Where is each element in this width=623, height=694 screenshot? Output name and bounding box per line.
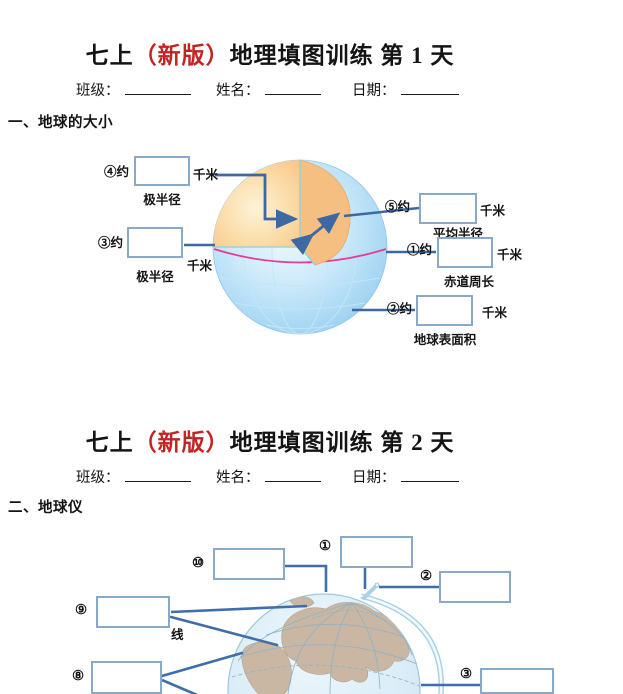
name-label: 姓名： xyxy=(216,470,260,486)
answer-box-9 xyxy=(96,596,170,628)
class-blank-line xyxy=(124,81,191,95)
day2-name-field: 姓名： xyxy=(216,466,321,487)
earth-size-diagram xyxy=(184,159,436,335)
label-tag-d2-1: ① xyxy=(319,538,332,553)
leader-line-9b xyxy=(169,615,279,647)
answer-box-d2-3 xyxy=(480,668,554,694)
day2-class-field: 班级： xyxy=(76,466,191,487)
date-blank-line xyxy=(400,81,459,95)
unit-2: 千米 xyxy=(482,306,508,320)
answer-box-d2-1 xyxy=(340,536,413,568)
polar-radius-arrow xyxy=(215,173,299,229)
day1-title: 七上（新版）地理填图训练 第 1 天 xyxy=(0,36,540,70)
caption-polar-radius-3: 极半径 xyxy=(136,270,174,284)
globe-diagram xyxy=(160,564,480,694)
caption-surface-area: 地球表面积 xyxy=(413,333,477,347)
continent-africa xyxy=(241,641,292,694)
unit-1: 千米 xyxy=(497,248,523,262)
class-blank-line xyxy=(124,468,191,482)
label-tag-9: ⑨ xyxy=(75,602,88,617)
unit-3: 千米 xyxy=(187,259,213,273)
name-blank-line xyxy=(264,468,321,482)
class-label: 班级： xyxy=(76,83,120,99)
leader-line-9a xyxy=(170,604,308,614)
day1-class-field: 班级： xyxy=(76,79,191,100)
day2-title: 七上（新版）地理填图训练 第 2 天 xyxy=(0,423,540,457)
day2-section-heading: 二、地球仪 xyxy=(8,500,83,516)
day1-date-field: 日期： xyxy=(352,79,459,100)
leader-line-8a xyxy=(160,651,244,678)
leader-line-5 xyxy=(343,206,420,218)
leader-line-8b xyxy=(161,678,198,694)
unit-5: 千米 xyxy=(480,204,506,218)
answer-box-5 xyxy=(419,193,477,224)
unit-4: 千米 xyxy=(193,168,219,182)
label-tag-d2-3: ③ xyxy=(460,666,473,681)
day1-name-field: 姓名： xyxy=(216,79,321,100)
suffix-9: 线 xyxy=(171,628,184,642)
date-blank-line xyxy=(400,468,459,482)
mean-radius-arrow xyxy=(290,212,341,256)
answer-box-d2-2 xyxy=(439,571,511,603)
label-tag-8: ⑧ xyxy=(72,668,85,683)
answer-box-10 xyxy=(213,548,285,580)
answer-box-4 xyxy=(134,156,190,186)
label-tag-10: ⑩ xyxy=(192,555,205,570)
leader-line-10 xyxy=(285,564,328,592)
label-tag-2: ②约 xyxy=(387,302,413,316)
date-label: 日期： xyxy=(352,470,396,486)
caption-equator-circumference: 赤道周长 xyxy=(443,275,494,289)
globe-leader-lines xyxy=(160,564,480,694)
answer-box-2 xyxy=(416,295,473,326)
date-label: 日期： xyxy=(352,83,396,99)
label-tag-5: ⑤约 xyxy=(385,200,411,214)
answer-box-3 xyxy=(127,227,183,258)
label-tag-d2-2: ② xyxy=(420,568,433,583)
globe-axis-pin xyxy=(362,582,380,600)
label-tag-1: ①约 xyxy=(407,243,433,257)
day2-date-field: 日期： xyxy=(352,466,459,487)
radius-arrows xyxy=(184,173,436,312)
label-tag-3: ③约 xyxy=(98,236,124,250)
globe-stand-ring xyxy=(360,593,444,694)
class-label: 班级： xyxy=(76,470,120,486)
day1-title-part1: 七上 xyxy=(85,43,134,68)
name-label: 姓名： xyxy=(216,83,260,99)
caption-polar-radius-4: 极半径 xyxy=(143,193,181,207)
day2-title-part1: 七上 xyxy=(85,430,134,455)
day1-title-highlight: （新版） xyxy=(133,43,230,68)
day1-section-heading: 一、地球的大小 xyxy=(8,115,113,131)
day2-title-highlight: （新版） xyxy=(133,430,230,455)
equator-line xyxy=(213,248,387,264)
name-blank-line xyxy=(264,81,321,95)
globe-graticule xyxy=(231,602,420,694)
day1-title-part2: 地理填图训练 第 1 天 xyxy=(229,43,455,68)
label-tag-4: ④约 xyxy=(104,165,130,179)
day2-title-part2: 地理填图训练 第 2 天 xyxy=(229,430,455,455)
answer-box-1 xyxy=(437,237,493,268)
answer-box-8 xyxy=(91,661,162,694)
